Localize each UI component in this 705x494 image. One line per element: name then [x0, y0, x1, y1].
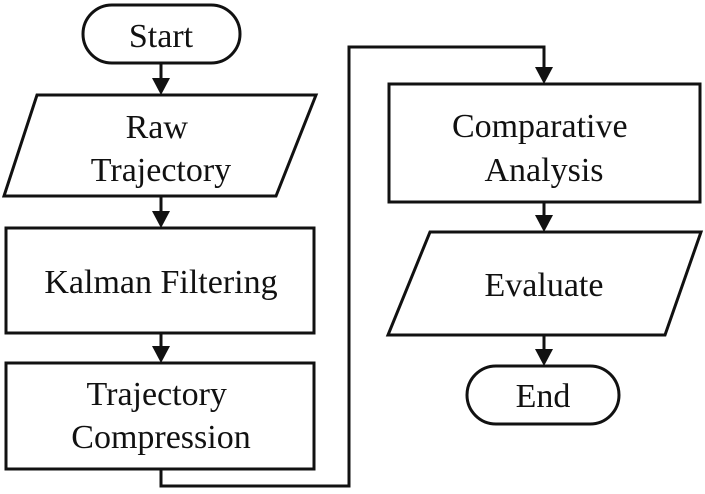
end-node: End	[465, 364, 621, 426]
edge-evaluate-to-end	[535, 335, 553, 366]
edge-comparative-analysis-to-evaluate	[535, 202, 553, 232]
edge-start-to-raw-trajectory	[152, 63, 170, 95]
raw-trajectory-line-1: Raw	[126, 109, 189, 146]
trajectory-compression-line-2: Compression	[71, 419, 250, 456]
trajectory-compression-node: Trajectory Compression	[4, 361, 316, 471]
start-node: Start	[81, 3, 242, 65]
arrowhead-down-icon	[535, 67, 553, 84]
kalman-filtering-shape	[4, 226, 316, 335]
evaluate-shape	[385, 230, 704, 337]
raw-trajectory-node: Raw Trajectory	[1, 93, 319, 198]
start-label: Start	[129, 18, 194, 55]
arrowhead-down-icon	[152, 211, 170, 228]
comparative-analysis-node: Comparative Analysis	[387, 82, 702, 204]
trajectory-compression-label: Trajectory Compression	[71, 376, 250, 456]
raw-trajectory-line-2: Trajectory	[91, 152, 231, 189]
connector-line	[159, 45, 546, 488]
comparative-analysis-line-2: Analysis	[485, 152, 604, 189]
arrowhead-down-icon	[152, 346, 170, 363]
kalman-filtering-label: Kalman Filtering	[44, 264, 277, 301]
comparative-analysis-label: Comparative Analysis	[452, 108, 636, 189]
edge-raw-trajectory-to-kalman-filtering	[152, 196, 170, 228]
kalman-filtering-node: Kalman Filtering	[4, 226, 316, 335]
comparative-analysis-line-1: Comparative	[452, 108, 628, 145]
raw-trajectory-label: Raw Trajectory	[91, 109, 231, 189]
edge-trajectory-compression-to-comparative-analysis	[159, 45, 553, 488]
arrowhead-down-icon	[152, 78, 170, 95]
raw-trajectory-shape	[1, 93, 319, 198]
evaluate-node: Evaluate	[385, 230, 704, 337]
trajectory-compression-line-1: Trajectory	[87, 376, 227, 413]
arrowhead-down-icon	[535, 215, 553, 232]
arrowhead-down-icon	[535, 349, 553, 366]
evaluate-label: Evaluate	[485, 267, 604, 304]
edge-kalman-filtering-to-trajectory-compression	[152, 333, 170, 363]
end-label: End	[516, 378, 571, 415]
end-shape	[465, 364, 621, 426]
